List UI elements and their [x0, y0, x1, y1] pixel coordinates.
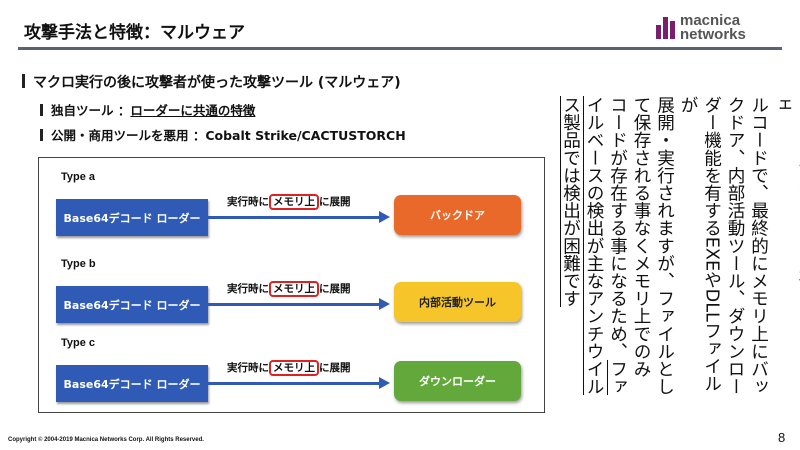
text: ス製品では検出が困難です [559, 96, 581, 308]
text [670, 21, 675, 39]
logo-text-1: macnica [680, 12, 741, 29]
loader-box: Base64デコード ローダー [56, 199, 208, 236]
text: ルコードで、最終的にメモリ上にバッ [748, 96, 769, 396]
text: に展開 [319, 362, 351, 374]
text: コードが存在する事になるため、ファ [605, 96, 629, 396]
logo-text-2: networks [680, 26, 746, 43]
text: Type a [61, 171, 96, 183]
text: メモリ上 [269, 194, 319, 210]
text [40, 104, 43, 116]
text: イルベースの検出が主なアンチウイル [583, 96, 604, 396]
text: マクロ実行の後に攻撃者が使った攻撃ツール (マルウェア) [33, 75, 401, 91]
text: て保存される事なくメモリ上でのみ [631, 96, 651, 378]
arrow-label: 実行時にメモリ上に展開 [227, 281, 351, 297]
target-box-downloader: ダウンローダー [394, 361, 521, 401]
text: 実行時に [227, 362, 269, 374]
target-box-backdoor: バックドア [394, 195, 521, 235]
text: メモリ上 [269, 360, 319, 376]
diagram-row-a: Type a Base64デコード ローダー 実行時にメモリ上に展開 バックドア [39, 163, 544, 243]
header-divider [18, 47, 782, 50]
text: に展開 [319, 196, 351, 208]
text: 実行時に [227, 283, 269, 295]
copyright: Copyright © 2004-2019 Macnica Networks C… [8, 437, 204, 443]
text: に展開 [319, 283, 351, 295]
page-number: 8 [778, 430, 786, 445]
text: メモリ上 [269, 281, 319, 297]
arrow-icon [208, 377, 390, 389]
page-title: 攻撃手法と特徴：マルウェア [24, 23, 245, 43]
vertical-note: Base64でデコードされたコードはシェ ルコードで、最終的にメモリ上にバッ ク… [558, 96, 800, 396]
text [663, 17, 668, 39]
text: ス製品では検出が困難です [558, 96, 582, 396]
text: Type c [61, 337, 96, 349]
text: 独自ツール ： [51, 103, 131, 118]
text [40, 129, 43, 141]
own-tools-value: ローダーに共通の特徴 [130, 103, 256, 118]
text: 展開・実行されますが、ファイルとし [654, 96, 675, 396]
arrow-label: 実行時にメモリ上に展開 [227, 194, 351, 210]
text: Base64でデコードされたコードはシェ [772, 96, 800, 390]
loader-box: Base64デコード ローダー [56, 365, 208, 402]
text: クドア、内部活動ツール、ダウンロー [725, 96, 745, 396]
text: コードが存在する事になるため、 [607, 96, 628, 360]
bullet-public-tools: 公開・商用ツールを悪用 ：Cobalt Strike/CACTUSTORCH [40, 125, 406, 144]
logo-mark-icon [656, 17, 675, 39]
diagram-row-c: Type c Base64デコード ローダー 実行時にメモリ上に展開 ダウンロー… [39, 329, 544, 409]
bullet-own-tools: 独自ツール ：ローダーに共通の特徴 [40, 100, 255, 119]
bullet-main: マクロ実行の後に攻撃者が使った攻撃ツール (マルウェア) [22, 72, 401, 92]
text: 公開・商用ツールを悪用 ：Cobalt Strike/CACTUSTORCH [51, 128, 406, 143]
diagram-row-b: Type b Base64デコード ローダー 実行時にメモリ上に展開 内部活動ツ… [39, 250, 544, 330]
text: Type b [61, 258, 96, 270]
loader-diagram: Type a Base64デコード ローダー 実行時にメモリ上に展開 バックドア… [38, 157, 545, 413]
loader-box: Base64デコード ローダー [56, 286, 208, 323]
text: ダー機能を有するEXEやDLLファイルが [678, 96, 722, 393]
arrow-icon [208, 298, 390, 310]
text [656, 25, 661, 39]
arrow-label: 実行時にメモリ上に展開 [227, 360, 351, 376]
target-box-internal-tool: 内部活動ツール [394, 282, 521, 322]
text: ファ [606, 360, 628, 396]
text: 実行時に [227, 196, 269, 208]
arrow-icon [208, 211, 390, 223]
text [22, 74, 25, 88]
text: イルベースの検出が主なアンチウイル [582, 96, 606, 396]
